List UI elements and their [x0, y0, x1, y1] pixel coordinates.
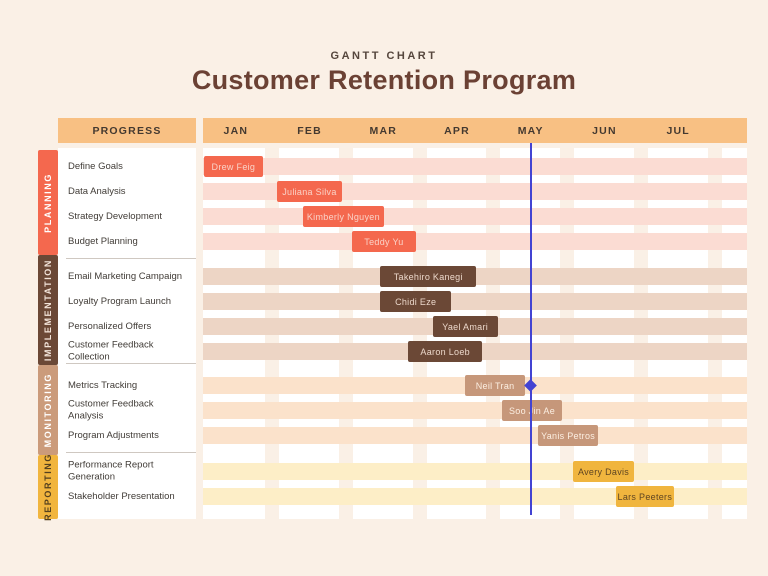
section-label-monitoring: MONITORING: [43, 372, 53, 448]
gantt-bar: Chidi Eze: [380, 291, 452, 312]
task-name: Email Marketing Campaign: [68, 270, 183, 282]
task-name: Stakeholder Presentation: [68, 490, 175, 502]
section-label-planning: PLANNING: [43, 172, 53, 233]
month-label-jun: JUN: [592, 124, 617, 137]
chart-kicker: GANTT CHART: [330, 50, 438, 62]
assignee-label: Avery Davis: [577, 466, 630, 477]
task-name: Metrics Tracking: [68, 379, 138, 391]
assignee-label: Takehiro Kanegi: [393, 271, 463, 282]
task-name: Performance Report Generation: [68, 459, 154, 483]
gantt-row-track: Takehiro Kanegi: [203, 266, 747, 287]
task-name: Customer Feedback Analysis: [68, 398, 154, 422]
gantt-bar: Yael Amari: [432, 316, 498, 337]
progress-column-header: PROGRESS: [58, 118, 196, 143]
gantt-bar: Yanis Petros: [538, 425, 598, 446]
gantt-bar: Soo Jin Ae: [502, 400, 562, 421]
assignee-label: Aaron Loeb: [420, 346, 470, 357]
page-title: Customer Retention Program: [191, 65, 577, 95]
assignee-label: Juliana Silva: [282, 186, 337, 197]
section-bar-reporting: REPORTING: [38, 453, 58, 521]
gantt-bar: Teddy Yu: [352, 231, 416, 252]
section-bar-monitoring: MONITORING: [38, 365, 58, 455]
gantt-row-track: Lars Peeters: [203, 486, 747, 507]
gantt-bar: Juliana Silva: [277, 181, 342, 202]
gantt-row-track: Soo Jin Ae: [203, 400, 747, 421]
months-header-band: [203, 118, 747, 143]
gantt-row-track: Neil Tran: [203, 375, 747, 396]
assignee-label: Drew Feig: [211, 161, 256, 172]
month-label-feb: FEB: [297, 124, 322, 137]
month-label-mar: MAR: [369, 124, 398, 137]
months-header-row: JAN FEB MAR APR MAY JUN JUL: [199, 118, 715, 143]
month-label-jul: JUL: [666, 124, 690, 137]
assignee-label: Kimberly Nguyen: [306, 211, 380, 222]
task-name: Budget Planning: [68, 235, 138, 247]
gantt-row-track: Aaron Loeb: [203, 341, 747, 362]
gantt-bar: Lars Peeters: [615, 486, 674, 507]
task-name: Define Goals: [68, 160, 123, 172]
task-name: Strategy Development: [68, 210, 162, 222]
gantt-row-track: Drew Feig: [203, 156, 747, 177]
timeline-marker-line: [529, 143, 532, 515]
gantt-row-track: Juliana Silva: [203, 181, 747, 202]
assignee-label: Teddy Yu: [364, 236, 404, 247]
section-divider: [66, 452, 196, 453]
gantt-row-track: Yael Amari: [203, 316, 747, 337]
month-label-apr: APR: [444, 124, 470, 137]
gantt-bar: Kimberly Nguyen: [302, 206, 384, 227]
gantt-bar: Neil Tran: [465, 375, 525, 396]
section-label-implementation: IMPLEMENTATION: [43, 258, 53, 362]
section-bar-implementation: IMPLEMENTATION: [38, 255, 58, 365]
section-bar-planning: PLANNING: [38, 150, 58, 255]
task-name: Personalized Offers: [68, 320, 152, 332]
gantt-row-track: Chidi Eze: [203, 291, 747, 312]
month-label-may: MAY: [517, 124, 544, 137]
task-name: Customer Feedback Collection: [68, 339, 154, 363]
gantt-chart-area: Drew Feig Juliana Silva Kimberly Nguyen …: [203, 148, 747, 519]
assignee-label: Chidi Eze: [395, 296, 437, 307]
gantt-row-track: Avery Davis: [203, 461, 747, 482]
gantt-bar: Aaron Loeb: [408, 341, 483, 362]
section-divider: [66, 363, 196, 364]
assignee-label: Neil Tran: [475, 380, 515, 391]
section-label-reporting: REPORTING: [43, 453, 53, 521]
task-name: Data Analysis: [68, 185, 126, 197]
section-divider: [66, 258, 196, 259]
assignee-label: Soo Jin Ae: [508, 405, 555, 416]
gantt-bar: Drew Feig: [203, 156, 263, 177]
assignee-label: Yanis Petros: [541, 430, 596, 441]
gantt-bar: Takehiro Kanegi: [380, 266, 477, 287]
gantt-row-track: Kimberly Nguyen: [203, 206, 747, 227]
assignee-label: Lars Peeters: [617, 491, 673, 502]
gantt-row-track: Yanis Petros: [203, 425, 747, 446]
gantt-row-track: Teddy Yu: [203, 231, 747, 252]
task-name: Loyalty Program Launch: [68, 295, 171, 307]
task-name: Program Adjustments: [68, 429, 159, 441]
month-label-jan: JAN: [223, 124, 249, 137]
assignee-label: Yael Amari: [442, 321, 489, 332]
task-label-panel: Define Goals Data Analysis Strategy Deve…: [58, 148, 196, 519]
gantt-bar: Avery Davis: [572, 461, 635, 482]
